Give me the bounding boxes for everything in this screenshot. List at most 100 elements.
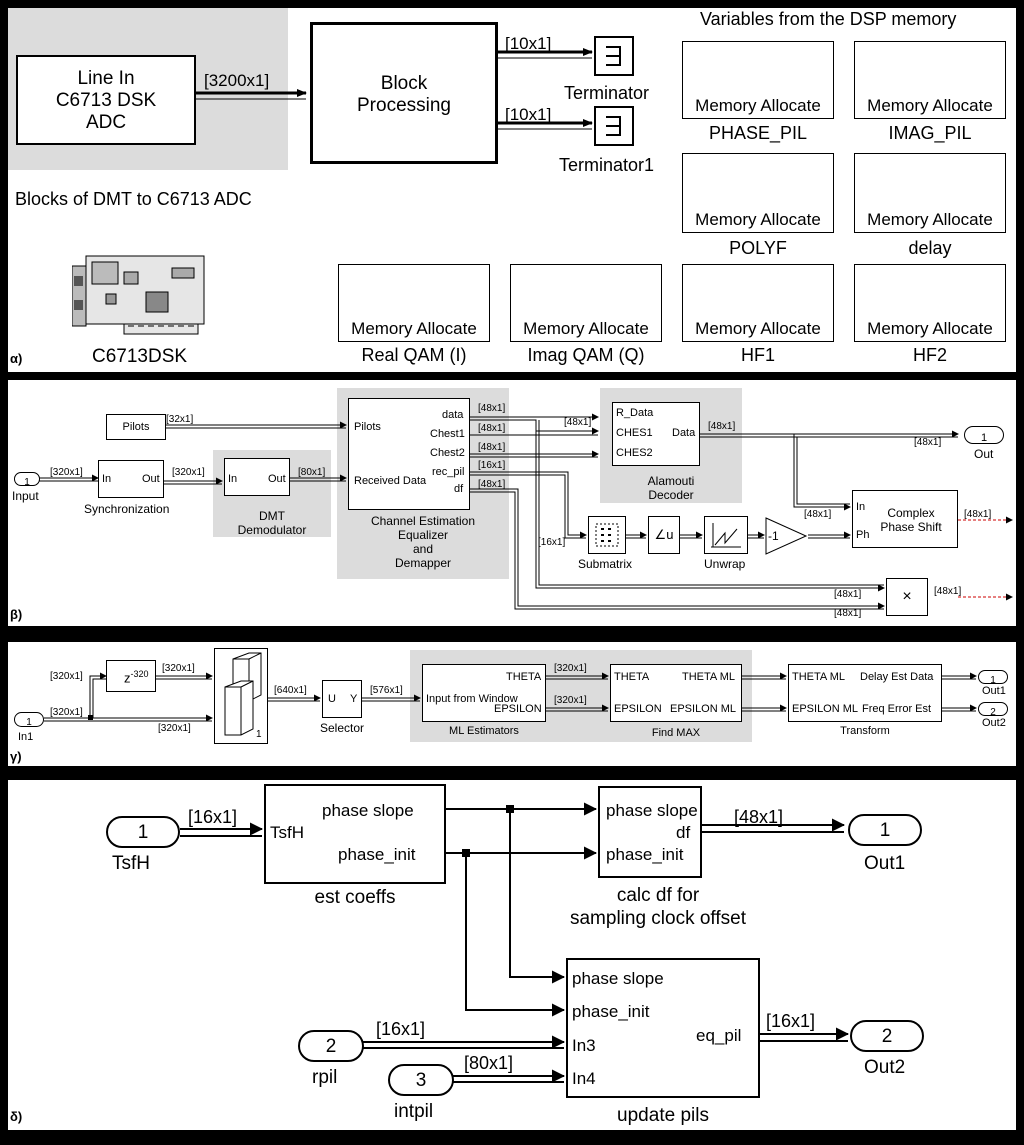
calc-df-block[interactable] [598,786,702,878]
tsfh-signal: [16x1] [188,807,238,827]
intpil-port[interactable]: 3 [388,1064,454,1096]
theta-signal: [320x1] [554,663,587,674]
unwrap-label: Unwrap [704,557,746,571]
sync-out-signal: [320x1] [172,467,205,478]
variables-title: Variables from the DSP memory [700,9,957,29]
panel-alpha-tag: α) [10,351,23,366]
alamouti-decoder-block[interactable] [612,402,700,466]
tr-theta-ml-port: THETA ML [792,671,845,683]
transform-block[interactable] [788,664,942,722]
memory-allocate-hf2[interactable]: Memory Allocate [854,264,1006,342]
gain-value: -1 [768,529,779,543]
complex-phase-shift-label: Complex Phase Shift [880,506,942,534]
terminator1-label: Terminator1 [559,155,655,175]
out-port[interactable]: 1 [964,426,1004,444]
find-max-block[interactable] [610,664,742,722]
memory-allocate-delay[interactable]: Memory Allocate [854,153,1006,233]
panel-alpha: Line In C6713 DSK ADC [3200x1] Block Pro… [8,8,1016,372]
angle-block[interactable] [648,516,680,554]
ce-pilots-port: Pilots [354,421,381,433]
update-out-signal: [16x1] [766,1011,816,1031]
est-coeffs-label: est coeffs [314,887,396,908]
out-port-label: Out [974,447,994,461]
block-processing-label: Block Processing [357,73,451,116]
alamouti-data-port: Data [672,427,696,439]
submatrix-block[interactable] [588,516,626,554]
concatenate-num: 1 [256,729,262,740]
selector-out-signal: [576x1] [370,685,403,696]
out-signal-1-label: [10x1] [505,34,552,53]
update-pils-label: update pils [617,1105,709,1126]
alamouti-out-signal: [48x1] [708,421,736,432]
unwrap-block[interactable] [704,516,748,554]
selector-block[interactable] [322,680,362,718]
memory-allocate-hf1[interactable]: Memory Allocate [682,264,834,342]
dmt-demodulator-label: DMT Demodulator [237,509,307,537]
rpil-port[interactable]: 2 [298,1030,364,1062]
tr-freq-port: Freq Error Est [862,703,932,715]
gain-block[interactable] [764,516,808,556]
selector-u-port: U [328,693,336,705]
memory-allocate-real-qam[interactable]: Memory Allocate [338,264,490,342]
phase-pil-label: PHASE_PIL [708,123,808,143]
cps-in-port: In [856,501,866,513]
in1-signal-b: [320x1] [50,707,83,718]
synchronization-block[interactable] [98,460,164,498]
calc-out-signal: [48x1] [734,807,784,827]
ce-chest1-port: Chest1 [430,428,465,440]
terminator-block[interactable] [594,36,634,76]
block-processing-block[interactable] [310,22,498,164]
out1-port[interactable]: 1 [848,814,922,846]
ce-chest2-port: Chest2 [430,447,465,459]
synchronization-label: Synchronization [84,502,170,516]
terminator1-block[interactable] [594,106,634,146]
alamouti-rdata-port: R_Data [616,407,654,419]
pilots-block[interactable] [106,414,166,440]
hf1-label: HF1 [740,345,775,365]
est-coeffs-block[interactable] [264,784,446,884]
out1-port[interactable]: 1 [978,670,1008,686]
complex-phase-shift-block[interactable] [852,490,958,548]
dsk-label: C6713DSK [92,346,188,367]
recpil-signal: [16x1] [478,460,506,471]
alamouti-ches2-port: CHES2 [616,447,653,459]
ml-theta-port: THETA [506,671,542,683]
submatrix-label: Submatrix [578,557,633,571]
line-in-adc-block[interactable] [16,55,196,145]
panel-gamma: 1 In1 [320x1] [320x1] z-320 [320x1] [320… [8,642,1016,766]
output-signal: [48x1] [914,437,942,448]
memory-allocate-polyf[interactable]: Memory Allocate [682,153,834,233]
delta-wires [180,802,849,1083]
ml-input-port: Input from Window [426,693,518,705]
product-block[interactable] [886,578,928,616]
memory-allocate-imag-pil[interactable]: Memory Allocate [854,41,1006,119]
update-pils-block[interactable] [566,958,760,1098]
fm-theta-port: THETA [614,671,650,683]
fm-epsilon-port: EPSILON [614,703,662,715]
df-signal: [48x1] [478,479,506,490]
find-max-label: Find MAX [651,727,701,739]
out2-port[interactable]: 2 [850,1020,924,1052]
memory-allocate-phase-pil[interactable]: Memory Allocate [682,41,834,119]
fm-epsilon-ml-port: EPSILON ML [670,703,737,715]
in1-port[interactable]: 1 [14,712,44,728]
tsfh-port[interactable]: 1 [106,816,180,848]
chest1-signal: [48x1] [478,423,506,434]
calc-slope-port: phase slope [606,801,698,820]
est-slope-port: phase slope [322,801,414,820]
sync-in-signal: [320x1] [50,467,83,478]
delay-symbol: z-320 [124,669,149,686]
memory-allocate-imag-qam[interactable]: Memory Allocate [510,264,662,342]
pilots-signal: [32x1] [166,414,194,425]
terminator-icon [606,46,621,66]
dmt-demodulator-block[interactable] [224,458,290,496]
cps-out-signal: [48x1] [964,509,992,520]
concatenate-block[interactable] [214,648,268,744]
ml-estimators-block[interactable] [422,664,546,722]
input-port[interactable]: 1 [14,472,40,488]
selector-label: Selector [320,721,365,735]
out2-port[interactable]: 2 [978,702,1008,718]
channel-estimation-block[interactable] [348,398,470,510]
delay-block[interactable] [106,660,156,692]
demod-in-port: In [228,473,238,485]
